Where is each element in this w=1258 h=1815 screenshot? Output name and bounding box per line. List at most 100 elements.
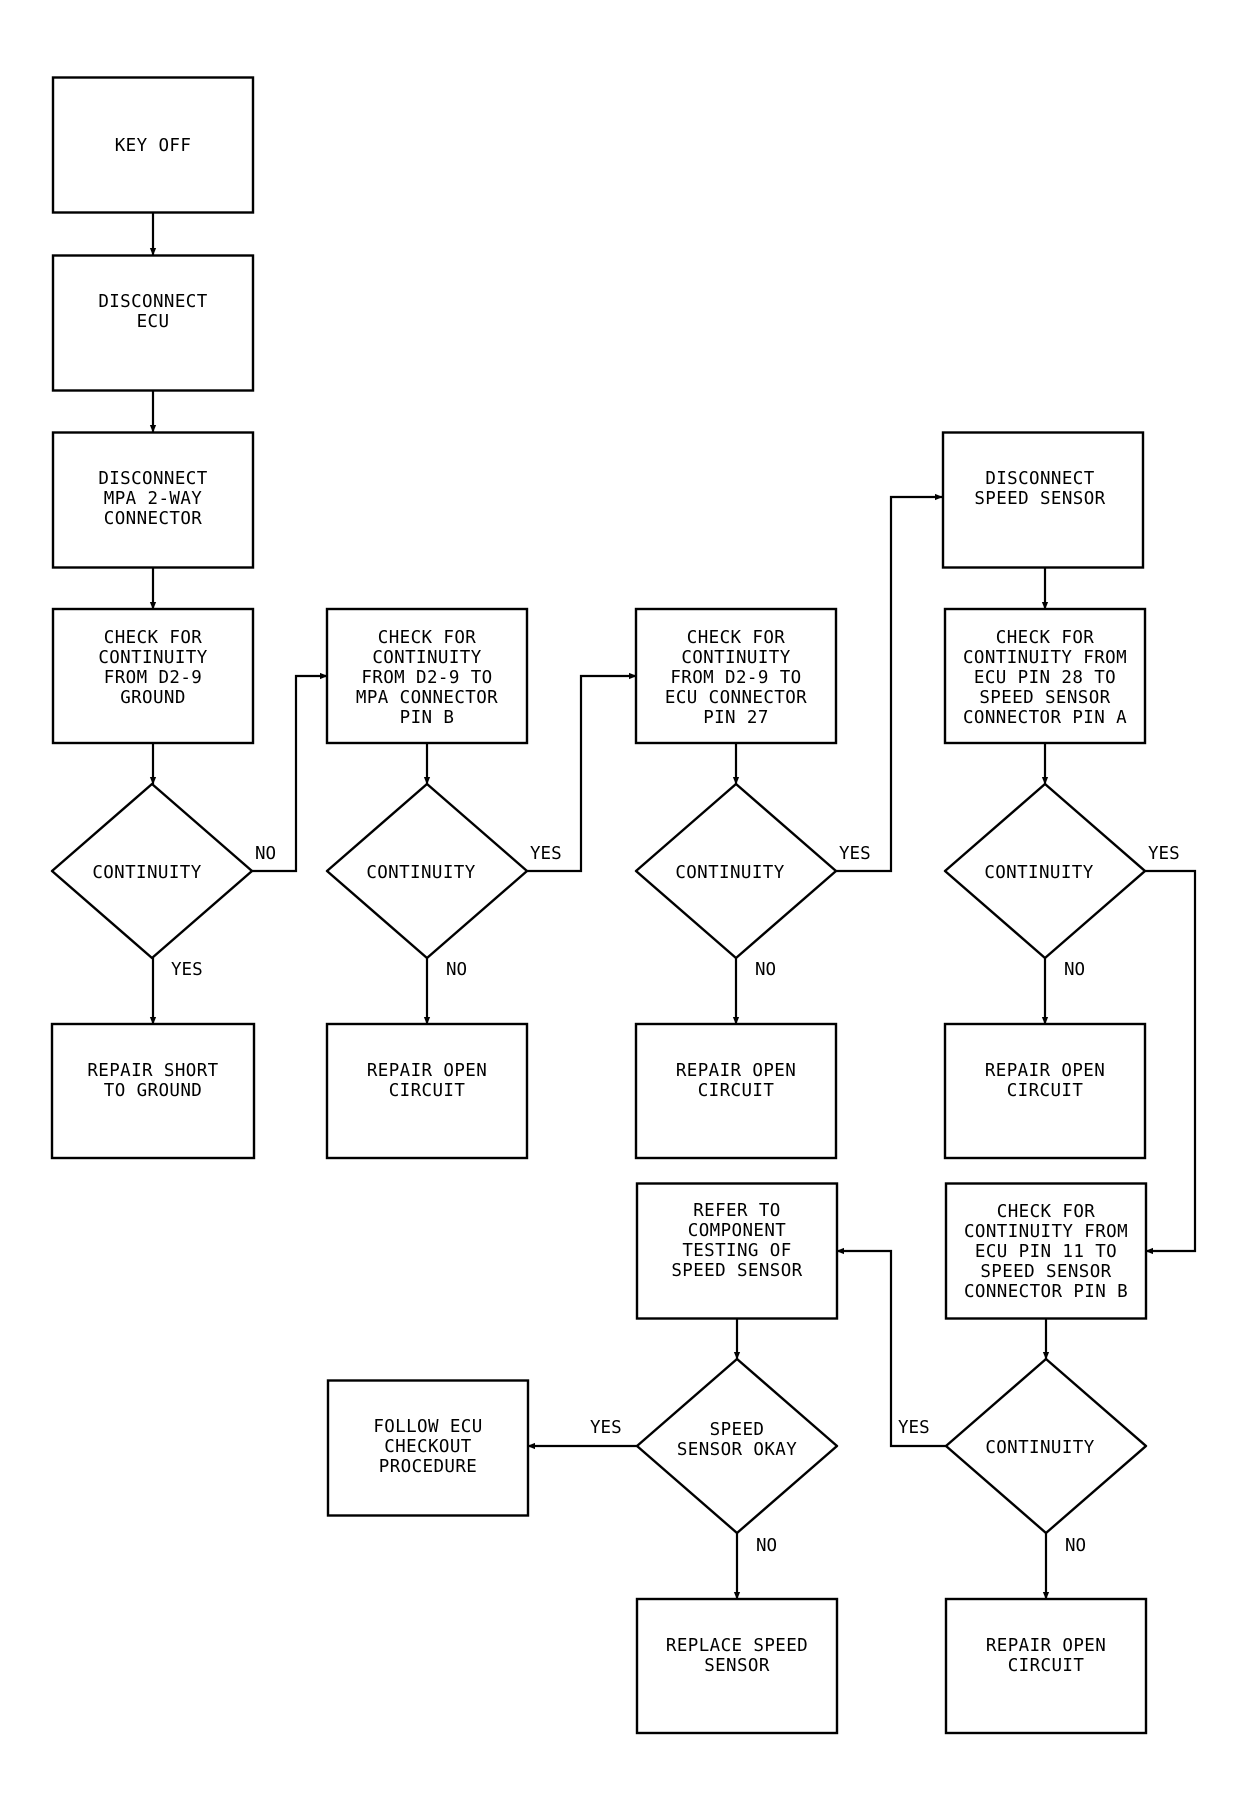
node-text-line: FROM D2-9: [104, 668, 202, 688]
process-box-disconnect-speed: [941, 431, 1145, 569]
node-text-line: CONTINUITY: [985, 1438, 1094, 1458]
node-text-line: ECU PIN 11 TO: [975, 1242, 1117, 1262]
node-text-line: CONTINUITY: [681, 648, 790, 668]
node-text-line: CONNECTOR PIN A: [963, 708, 1127, 728]
process-box-key-off: [51, 76, 255, 214]
node-text-line: SPEED SENSOR: [980, 1262, 1111, 1282]
edge-label-d4-yes: YES: [1148, 844, 1180, 864]
node-text-line: CHECK FOR: [996, 628, 1094, 648]
edge-label-ds-no: NO: [756, 1536, 777, 1556]
edge-label-d3-yes: YES: [839, 844, 871, 864]
node-text-line: CHECK FOR: [997, 1202, 1095, 1222]
node-text-line: REPAIR SHORT: [87, 1061, 218, 1081]
node-text-line: FOLLOW ECU: [373, 1417, 482, 1437]
process-box-repair-short: [50, 1022, 256, 1160]
node-text-line: SPEED SENSOR: [979, 688, 1110, 708]
node-text-line: CONTINUITY FROM: [963, 648, 1127, 668]
node-text-line: ECU: [137, 312, 170, 332]
node-text-line: ECU PIN 28 TO: [974, 668, 1116, 688]
process-box-replace-speed: [635, 1597, 839, 1735]
node-text-line: CONTINUITY: [675, 863, 784, 883]
node-text-line: CONTINUITY: [372, 648, 481, 668]
process-box-disconnect-mpa: [51, 431, 255, 569]
connector-decision5-yes: [836, 1247, 946, 1448]
node-text-line: DISCONNECT: [98, 469, 207, 489]
node-text-line: DISCONNECT: [985, 469, 1094, 489]
node-text-line: TESTING OF: [682, 1241, 791, 1261]
node-text-line: CONTINUITY: [366, 863, 475, 883]
decision-diamond-decision-3: [634, 782, 838, 960]
node-text-line: CIRCUIT: [389, 1081, 466, 1101]
node-text-line: SPEED: [710, 1420, 765, 1440]
node-text-line: REPAIR OPEN: [676, 1061, 796, 1081]
node-text-line: CHECK FOR: [687, 628, 785, 648]
process-box-follow-ecu: [326, 1379, 530, 1517]
process-box-refer-component: [635, 1182, 839, 1320]
node-text-line: CIRCUIT: [1007, 1081, 1084, 1101]
node-text-line: FROM D2-9 TO: [670, 668, 801, 688]
node-text-line: MPA CONNECTOR: [356, 688, 498, 708]
process-box-check-ecu11: [944, 1182, 1148, 1320]
node-text-line: CIRCUIT: [698, 1081, 775, 1101]
node-text-line: CONTINUITY FROM: [964, 1222, 1128, 1242]
node-text-decision-3: CONTINUITY: [675, 863, 784, 883]
node-text-line: REPAIR OPEN: [985, 1061, 1105, 1081]
node-text-decision-4: CONTINUITY: [984, 863, 1093, 883]
edge-label-d1-no: NO: [255, 844, 276, 864]
edge-label-d3-no: NO: [755, 960, 776, 980]
decision-diamond-decision-4: [943, 782, 1147, 960]
edge-label-ds-yes: YES: [590, 1418, 622, 1438]
node-text-line: SENSOR: [704, 1656, 770, 1676]
node-text-line: CONNECTOR: [104, 509, 202, 529]
process-box-repair-open-3: [634, 1022, 838, 1160]
node-text-decision-5: CONTINUITY: [985, 1438, 1094, 1458]
node-text-line: CONNECTOR PIN B: [964, 1282, 1128, 1302]
edge-label-d5-no: NO: [1065, 1536, 1086, 1556]
edge-label-d4-no: NO: [1064, 960, 1085, 980]
node-text-line: CONTINUITY: [92, 863, 201, 883]
decision-diamond-decision-5: [944, 1357, 1148, 1535]
decision-diamond-decision-2: [325, 782, 529, 960]
node-text-line: COMPONENT: [688, 1221, 786, 1241]
node-text-line: REFER TO: [693, 1201, 781, 1221]
node-text-line: KEY OFF: [115, 136, 192, 156]
connector-decision3-yes: [836, 493, 943, 873]
node-text-decision-2: CONTINUITY: [366, 863, 475, 883]
node-text-key-off: KEY OFF: [115, 136, 192, 156]
process-box-check-ecu28: [943, 607, 1147, 745]
connector-decision4-yes: [1145, 869, 1197, 1255]
connector-decision2-yes: [527, 672, 637, 873]
node-text-line: REPAIR OPEN: [367, 1061, 487, 1081]
process-box-repair-open-5: [944, 1597, 1148, 1735]
process-box-disconnect-ecu: [51, 254, 255, 392]
node-text-line: SPEED SENSOR: [974, 489, 1105, 509]
node-text-line: REPAIR OPEN: [986, 1636, 1106, 1656]
node-text-line: GROUND: [120, 688, 186, 708]
edge-label-d2-no: NO: [446, 960, 467, 980]
node-text-line: SPEED SENSOR: [671, 1261, 802, 1281]
process-box-check-d29-mpa: [325, 607, 529, 745]
node-text-line: CIRCUIT: [1008, 1656, 1085, 1676]
process-box-check-d29-ecu: [634, 607, 838, 745]
node-text-line: ECU CONNECTOR: [665, 688, 807, 708]
decision-diamond-decision-speed: [635, 1357, 839, 1535]
node-text-line: CONTINUITY: [98, 648, 207, 668]
node-text-line: MPA 2-WAY: [104, 489, 202, 509]
node-text-line: PROCEDURE: [379, 1457, 477, 1477]
process-box-check-d29-ground: [51, 607, 255, 745]
node-text-line: PIN B: [400, 708, 455, 728]
node-text-line: TO GROUND: [104, 1081, 202, 1101]
node-text-line: PIN 27: [703, 708, 769, 728]
